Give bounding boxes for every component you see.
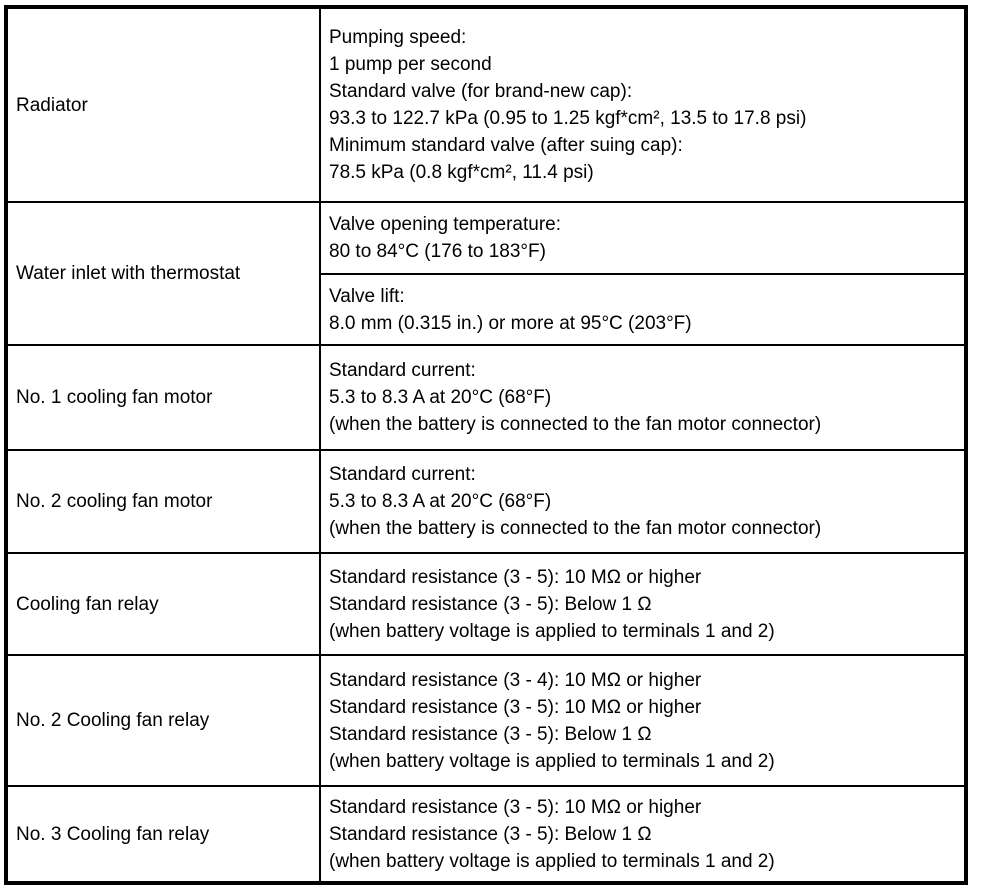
spec-cell: Standard current: 5.3 to 8.3 A at 20°C (… bbox=[319, 449, 967, 554]
spec-line: Standard resistance (3 - 5): 10 MΩ or hi… bbox=[329, 566, 702, 588]
spec-line: Valve opening temperature: bbox=[329, 214, 562, 235]
table-row-no1-cooling-fan-motor: No. 1 cooling fan motor Standard current… bbox=[5, 344, 967, 451]
table-row-radiator: Radiator Pumping speed: 1 pump per secon… bbox=[5, 6, 967, 203]
spec-cell: Standard current: 5.3 to 8.3 A at 20°C (… bbox=[319, 344, 967, 451]
spec-line: Valve lift: bbox=[329, 285, 405, 307]
component-cell: No. 1 cooling fan motor bbox=[5, 344, 321, 451]
spec-line: Standard resistance (3 - 4): 10 MΩ or hi… bbox=[329, 669, 702, 691]
spec-line: (when battery voltage is applied to term… bbox=[329, 850, 775, 872]
spec-line: 78.5 kPa (0.8 kgf*cm², 11.4 psi) bbox=[329, 162, 594, 183]
spec-line: 93.3 to 122.7 kPa (0.95 to 1.25 kgf*cm²,… bbox=[329, 108, 807, 129]
spec-line: Minimum standard valve (after suing cap)… bbox=[329, 135, 683, 156]
spec-cell: Valve opening temperature: 80 to 84°C (1… bbox=[319, 201, 967, 275]
table-body: Radiator Pumping speed: 1 pump per secon… bbox=[5, 6, 967, 884]
spec-line: Standard current: bbox=[329, 464, 476, 485]
spec-line: (when battery voltage is applied to term… bbox=[329, 620, 775, 642]
table-row-cooling-fan-relay: Cooling fan relay Standard resistance (3… bbox=[5, 552, 967, 656]
spec-line: 1 pump per second bbox=[329, 54, 492, 75]
spec-line: 80 to 84°C (176 to 183°F) bbox=[329, 241, 546, 262]
table-row-no3-cooling-fan-relay: No. 3 Cooling fan relay Standard resista… bbox=[5, 785, 967, 884]
spec-cell: Pumping speed: 1 pump per second Standar… bbox=[319, 6, 967, 203]
table-row-water-inlet: Water inlet with thermostat Valve openin… bbox=[5, 201, 967, 346]
spec-cell: Valve lift: 8.0 mm (0.315 in.) or more a… bbox=[319, 273, 967, 346]
component-cell: Water inlet with thermostat bbox=[5, 201, 321, 346]
spec-line: (when the battery is connected to the fa… bbox=[329, 518, 822, 539]
table-row-no2-cooling-fan-relay: No. 2 Cooling fan relay Standard resista… bbox=[5, 654, 967, 787]
table-row-no2-cooling-fan-motor: No. 2 cooling fan motor Standard current… bbox=[5, 449, 967, 554]
component-cell: No. 2 Cooling fan relay bbox=[5, 654, 321, 787]
spec-cell: Standard resistance (3 - 5): 10 MΩ or hi… bbox=[319, 552, 967, 656]
spec-line: Standard resistance (3 - 5): Below 1 Ω bbox=[329, 723, 652, 745]
spec-line: (when battery voltage is applied to term… bbox=[329, 750, 775, 772]
component-cell: Radiator bbox=[5, 6, 321, 203]
spec-line: Standard resistance (3 - 5): Below 1 Ω bbox=[329, 823, 652, 845]
component-cell: No. 3 Cooling fan relay bbox=[5, 785, 321, 884]
spec-line: Standard current: bbox=[329, 360, 476, 381]
spec-line: (when the battery is connected to the fa… bbox=[329, 414, 822, 435]
spec-line: 5.3 to 8.3 A at 20°C (68°F) bbox=[329, 491, 552, 512]
component-cell: No. 2 cooling fan motor bbox=[5, 449, 321, 554]
spec-line: Pumping speed: bbox=[329, 27, 467, 48]
table-row-water-inlet-valve-lift: Valve lift: 8.0 mm (0.315 in.) or more a… bbox=[6, 273, 967, 346]
spec-line: Standard resistance (3 - 5): Below 1 Ω bbox=[329, 593, 652, 615]
spec-cell: Standard resistance (3 - 4): 10 MΩ or hi… bbox=[319, 654, 967, 787]
spec-line: Standard valve (for brand-new cap): bbox=[329, 81, 633, 102]
cooling-system-specs-table: Radiator Pumping speed: 1 pump per secon… bbox=[4, 5, 968, 885]
spec-line: Standard resistance (3 - 5): 10 MΩ or hi… bbox=[329, 696, 702, 718]
component-cell: Cooling fan relay bbox=[5, 552, 321, 656]
spec-line: 5.3 to 8.3 A at 20°C (68°F) bbox=[329, 387, 552, 408]
spec-cell: Standard resistance (3 - 5): 10 MΩ or hi… bbox=[319, 785, 967, 884]
spec-line: 8.0 mm (0.315 in.) or more at 95°C (203°… bbox=[329, 312, 692, 334]
spec-line: Standard resistance (3 - 5): 10 MΩ or hi… bbox=[329, 796, 702, 818]
